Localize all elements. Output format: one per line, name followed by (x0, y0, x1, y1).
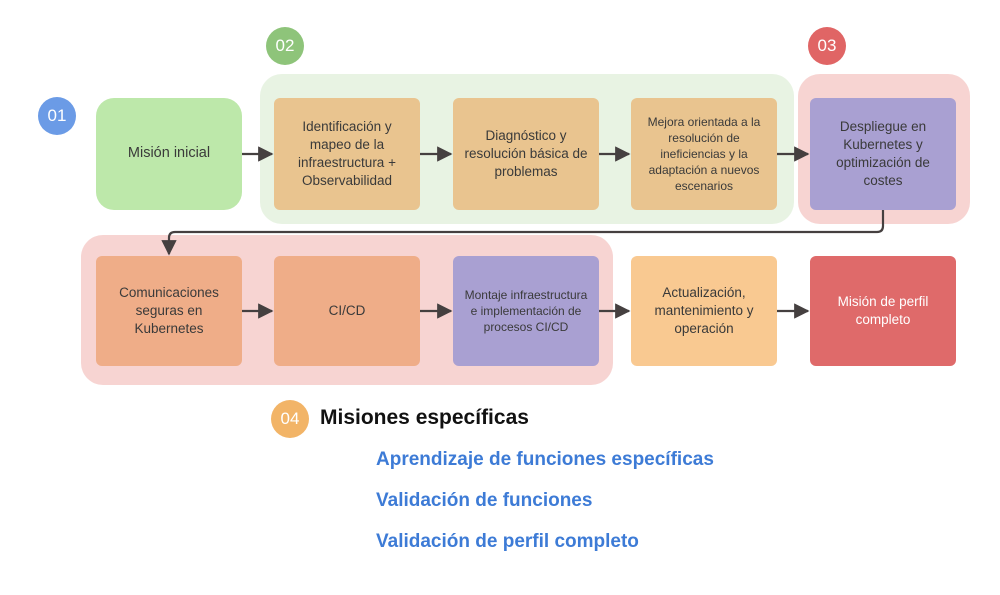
legend-item-validacion-perfil: Validación de perfil completo (376, 531, 639, 552)
actualizacion-box: Actualización, mantenimiento y operación (631, 256, 777, 366)
arrow-wrap (161, 210, 885, 256)
badge-03: 03 (808, 27, 846, 65)
legend-item-aprendizaje: Aprendizaje de funciones específicas (376, 449, 714, 470)
identificacion-box: Identificación y mapeo de la infraestruc… (274, 98, 420, 210)
badge-01: 01 (38, 97, 76, 135)
mejora-box: Mejora orientada a la resolución de inef… (631, 98, 777, 210)
comunicaciones-box: Comunicaciones seguras en Kubernetes (96, 256, 242, 366)
mision-inicial-box: Misión inicial (96, 98, 242, 210)
montaje-box: Montaje infraestructura e implementación… (453, 256, 599, 366)
mision-perfil-box: Misión de perfil completo (810, 256, 956, 366)
legend-title: Misiones específicas (320, 406, 529, 429)
diagnostico-box: Diagnóstico y resolución básica de probl… (453, 98, 599, 210)
despliegue-box: Despliegue en Kubernetes y optimización … (810, 98, 956, 210)
cicd-box: CI/CD (274, 256, 420, 366)
legend-item-validacion-funciones: Validación de funciones (376, 490, 593, 511)
badge-04: 04 (271, 400, 309, 438)
badge-02: 02 (266, 27, 304, 65)
